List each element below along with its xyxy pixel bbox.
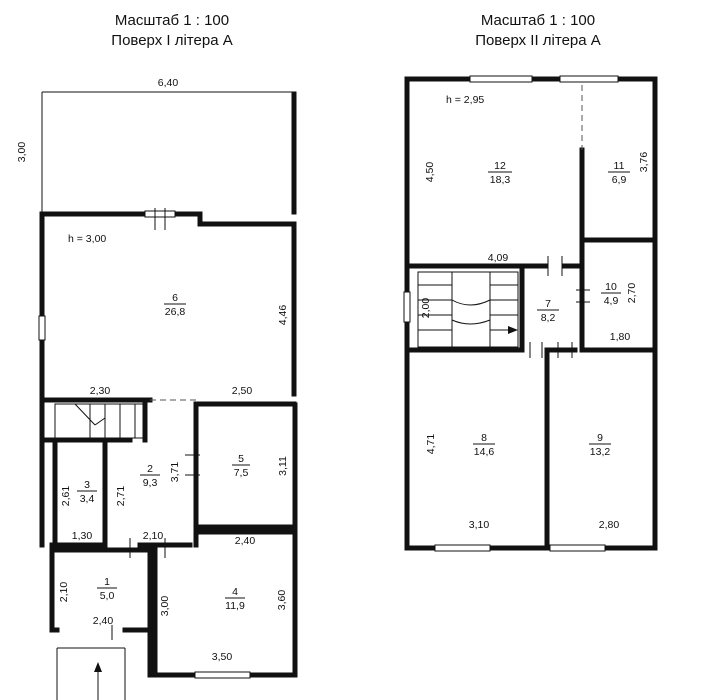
room-12-number: 12 <box>494 160 506 172</box>
window <box>38 315 46 341</box>
dim-r4-side-r: 3,60 <box>276 590 288 611</box>
room-11-area: 6,9 <box>612 174 627 186</box>
room-9-number: 9 <box>597 432 603 444</box>
room-12-area: 18,3 <box>490 174 511 186</box>
window <box>403 291 411 323</box>
floor2-stair <box>417 271 519 348</box>
dim-r4-side-l: 3,00 <box>159 596 171 617</box>
room-8-area: 14,6 <box>474 446 495 458</box>
floor1-height: h = 3,00 <box>68 233 106 245</box>
floor1-windows <box>38 208 251 679</box>
dim-r8-w: 3,10 <box>469 519 490 531</box>
room-8-number: 8 <box>481 432 487 444</box>
floor1-header: Масштаб 1 : 100 Поверх I літера А <box>42 11 302 51</box>
terrace-width: 6,40 <box>158 77 179 89</box>
floor1-exterior-walls <box>39 211 298 700</box>
floor1-stair <box>54 403 144 439</box>
dim-r4-w: 2,40 <box>235 535 256 547</box>
dim-r5-side: 3,11 <box>277 456 289 476</box>
floor2-interior-walls <box>404 85 658 551</box>
room-fraction-lines <box>77 303 250 599</box>
dim-r10-side: 2,70 <box>626 283 638 304</box>
floor1-title: Поверх I літера А <box>111 32 233 49</box>
dim-r6-side: 4,46 <box>277 305 289 326</box>
dim-r12-w: 4,09 <box>488 252 509 264</box>
room-7-area: 8,2 <box>541 312 556 324</box>
room-1-area: 5,0 <box>100 590 115 602</box>
window <box>549 544 606 552</box>
room-10-number: 10 <box>605 281 617 293</box>
dim-r6-w2: 2,50 <box>232 385 253 397</box>
floor2-scale: Масштаб 1 : 100 <box>480 12 596 29</box>
dim-r9-w: 2,80 <box>599 519 620 531</box>
dim-r8-side: 4,71 <box>425 434 437 455</box>
dim-r10-w: 1,80 <box>610 331 631 343</box>
dim-r3-side-l: 2,61 <box>60 486 72 507</box>
dim-r2-side: 3,71 <box>169 462 181 483</box>
floor2-title: Поверх II літера А <box>475 32 601 49</box>
dim-r3-w: 1,30 <box>72 530 93 542</box>
floor2-header: Масштаб 1 : 100 Поверх II літера А <box>408 11 668 51</box>
entry-arrow-icon <box>94 662 102 700</box>
floor2-exterior-walls <box>404 76 658 551</box>
room-3-number: 3 <box>84 479 90 491</box>
room-11-number: 11 <box>614 160 625 172</box>
room-9-area: 13,2 <box>590 446 611 458</box>
room-4-number: 4 <box>232 586 238 598</box>
floor1-plan: h = 3,00 6,40 3,00 6 26,8 5 7,5 2 9,3 3 … <box>16 77 298 700</box>
dim-hall-w: 2,10 <box>143 530 164 542</box>
terrace-depth: 3,00 <box>16 142 28 163</box>
dim-r1-side: 2,10 <box>58 582 70 603</box>
room-5-number: 5 <box>238 453 244 465</box>
room-10-area: 4,9 <box>604 295 619 307</box>
room-fraction-lines-2 <box>473 171 630 445</box>
floor2-height: h = 2,95 <box>446 94 484 106</box>
window <box>194 671 251 679</box>
room-3-area: 3,4 <box>80 493 95 505</box>
dim-r1-w: 2,40 <box>93 615 114 627</box>
room-5-area: 7,5 <box>234 467 249 479</box>
floor1-interior-walls <box>39 397 297 678</box>
room-6-area: 26,8 <box>165 306 186 318</box>
window <box>434 544 491 552</box>
window <box>469 75 533 83</box>
dim-r12-side: 4,50 <box>424 162 436 183</box>
dim-r3-side-r: 2,71 <box>115 486 127 507</box>
dim-r6-w1: 2,30 <box>90 385 111 397</box>
room-2-area: 9,3 <box>143 477 158 489</box>
floor2-plan: h = 2,95 12 18,3 11 6,9 7 8,2 10 4,9 8 1… <box>403 75 658 552</box>
room-6-number: 6 <box>172 292 178 304</box>
room-4-area: 11,9 <box>225 600 245 612</box>
room-2-number: 2 <box>147 463 153 475</box>
room-1-number: 1 <box>104 576 110 588</box>
dim-stair-side: 2,00 <box>420 298 432 319</box>
dim-r4-bottom: 3,50 <box>212 651 233 663</box>
room-7-number: 7 <box>545 298 551 310</box>
window <box>559 75 619 83</box>
dim-r11-side: 3,76 <box>638 152 650 173</box>
terrace-outline <box>41 91 297 215</box>
floor1-scale: Масштаб 1 : 100 <box>114 12 230 29</box>
window <box>144 210 176 218</box>
floor2-windows <box>403 75 619 552</box>
